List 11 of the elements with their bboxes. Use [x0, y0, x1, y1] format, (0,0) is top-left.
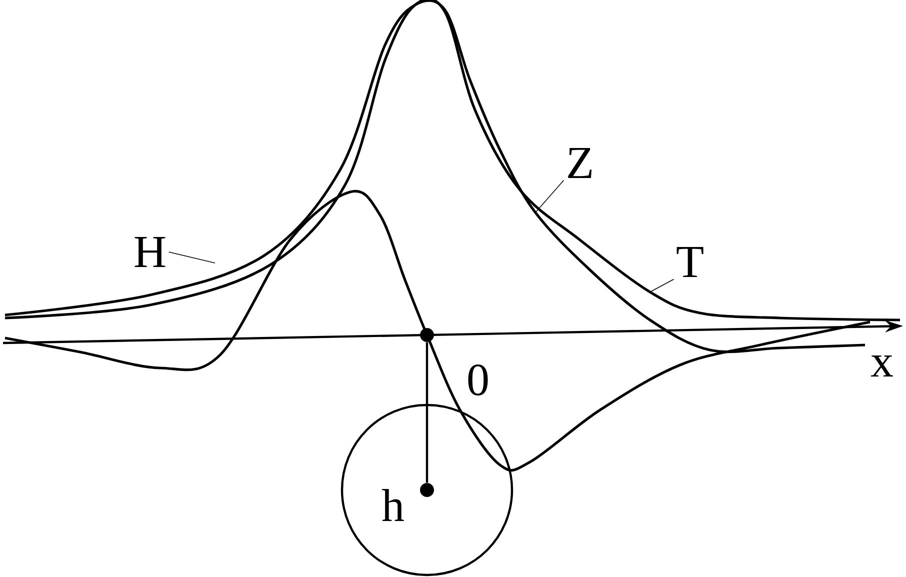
curve-label: H [134, 236, 166, 268]
origin-label: 0 [468, 364, 488, 396]
point-dot [420, 483, 434, 497]
leader-line [650, 278, 674, 292]
leader-line [168, 252, 216, 264]
curve-label: Z [568, 148, 592, 178]
depth-line [426, 342, 428, 483]
curve-label: T [676, 246, 704, 278]
point-dot [420, 328, 434, 342]
leader-line [534, 180, 564, 214]
axis-label: x [870, 355, 893, 377]
